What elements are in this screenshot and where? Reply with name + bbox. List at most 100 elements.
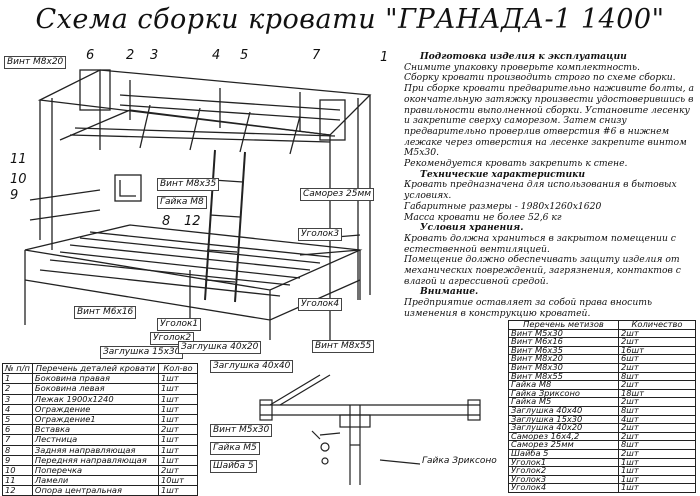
page-title: Схема сборки кровати "ГРАНАДА-1 1400" (35, 4, 665, 35)
hardware-table-row-cell: 18шт (618, 388, 696, 399)
tech-line-1: Кровать предназначена для использования … (404, 179, 677, 202)
parts-table-row-cell: 10шт (158, 475, 198, 487)
part-number-5: 5 (240, 48, 249, 63)
callout-gayka-m5: Гайка М5 (210, 442, 260, 455)
hardware-table-row-cell: Уголок1 (508, 457, 619, 468)
hardware-table-row-cell: 2шт (618, 380, 696, 390)
parts-table-row-cell: 10 (2, 464, 33, 477)
callout-zaglushka-40x40: Заглушка 40х40 (210, 360, 294, 373)
part-number-7: 7 (312, 48, 321, 63)
parts-table-row-cell: 1шт (158, 403, 198, 415)
part-number-9: 9 (10, 188, 19, 203)
hardware-table-row-cell: 1шт (618, 474, 696, 485)
part-number-12: 12 (184, 214, 201, 229)
hardware-table-row-cell: Заглушка 15х30 (508, 414, 619, 425)
parts-table-row-cell: 9 (2, 454, 33, 466)
hardware-table-row-cell: Винт М8х30 (508, 362, 619, 373)
part-number-8: 8 (162, 214, 171, 229)
callout-samorez-25: Саморез 25мм (300, 188, 375, 201)
hardware-table-row-cell: 4шт (618, 414, 696, 425)
prep-heading: Подготовка изделия к эксплуатации (420, 51, 627, 62)
prep-line-3: Рекомендуется кровать закрепить к стене. (404, 158, 628, 170)
hardware-table-row-cell: Шайба 5 (508, 448, 619, 459)
parts-col-name: Перечень деталей кровати (31, 362, 160, 375)
hardware-table-row-cell: 8шт (618, 405, 696, 416)
hardware-table-row-cell: Саморез 16х4,2 (508, 431, 619, 442)
part-number-3: 3 (150, 48, 159, 63)
hardware-table-row-cell: Винт М8х55 (508, 371, 619, 382)
parts-col-qty: Кол-во (158, 362, 198, 375)
parts-table-row-cell: 1шт (158, 485, 198, 496)
callout-ugolok3: Уголок3 (298, 228, 343, 241)
parts-table-row-cell: Боковина правая (31, 373, 160, 385)
parts-table-row-cell: Ограждение (31, 403, 160, 415)
callout-zaglushka-40x20: Заглушка 40х20 (178, 341, 262, 354)
callout-zaglushka-15x30: Заглушка 15х30 (100, 346, 184, 359)
hardware-table-row-cell: Заглушка 40х20 (508, 423, 619, 433)
hardware-table-row-cell: Заглушка 40х40 (508, 405, 619, 416)
callout-ugolok1: Уголок1 (157, 318, 202, 331)
tech-heading: Технические характеристики (420, 168, 586, 180)
hardware-table-row-cell: Уголок2 (508, 466, 619, 476)
parts-table-row-cell: Задняя направляющая (31, 444, 160, 456)
parts-table-row-cell: 1шт (158, 383, 198, 395)
hardware-table-row-cell: 8шт (618, 371, 696, 382)
hardware-table-row-cell: Саморез 25мм (508, 440, 619, 450)
callout-shayba-5: Шайба 5 (210, 460, 257, 473)
parts-col-number: № п/п (2, 362, 33, 375)
ladder-mount-detail-drawing (259, 374, 481, 485)
storage-line-2: Помещение должно обеспечивать защиту изд… (404, 254, 681, 287)
hardware-table-row-cell: 2шт (618, 337, 696, 347)
parts-table-row-cell: 2шт (158, 424, 198, 436)
parts-table-row-cell: Передняя направляющая (31, 454, 160, 466)
hardware-table-row-cell: Гайка М8 (508, 380, 619, 390)
hardware-table-row-cell: Уголок3 (508, 474, 619, 485)
parts-table-row-cell: 12 (2, 485, 33, 496)
parts-table-row-cell: Ламели (31, 475, 160, 487)
parts-table-row-cell: 2шт (158, 464, 198, 477)
parts-table-row-cell: 2 (2, 383, 33, 395)
parts-table-row-cell: 5 (2, 413, 33, 426)
parts-table-row-cell: Лестница (31, 434, 160, 446)
parts-table-row-cell: 7 (2, 434, 33, 446)
instructions-block: Подготовка изделия к эксплуатации Снимит… (404, 51, 696, 320)
hardware-table-row-cell: 8шт (618, 440, 696, 450)
parts-table-row-cell: 1шт (158, 393, 198, 405)
hardware-table-row-cell: Винт М6х16 (508, 337, 619, 347)
hardware-table-row-cell: Гайка М5 (508, 397, 619, 407)
hardware-col-name: Перечень метизов (508, 320, 619, 330)
hardware-table-row-cell: Винт М8х20 (508, 354, 619, 364)
parts-table-row-cell: 4 (2, 403, 33, 415)
hardware-table-row-cell: Винт М6х35 (508, 345, 619, 356)
tech-line-2: Габаритные размеры - 1980х1260х1620 (404, 200, 602, 212)
parts-table-row-cell: Опора центральная (31, 485, 160, 496)
callout-vint-m5x30: Винт М5х30 (210, 424, 273, 437)
part-number-11: 11 (10, 152, 27, 167)
callout-gayka-zriksono: Гайка Зриксоно (420, 456, 499, 467)
parts-table-row-cell: 1шт (158, 373, 198, 385)
callout-vint-m8x20: Винт М8х20 (4, 56, 67, 69)
